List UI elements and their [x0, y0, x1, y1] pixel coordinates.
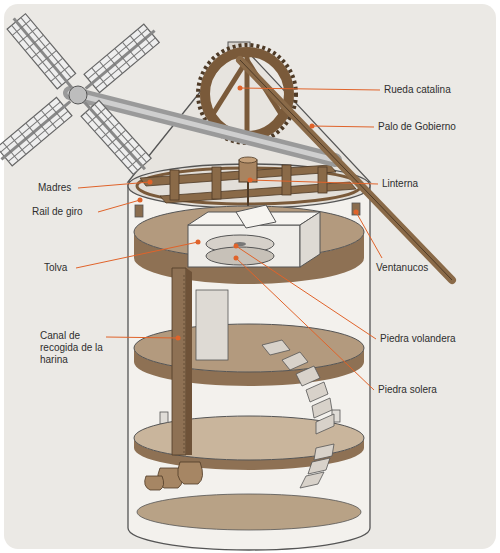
part-name: Ventanucos: [376, 262, 428, 273]
part-label: Linterna: [382, 178, 418, 190]
part-name: Piedra volandera: [380, 333, 456, 344]
part-name: Piedra solera: [378, 384, 437, 395]
part-name: Tolva: [44, 262, 67, 273]
part-label: Piedra volandera: [380, 333, 456, 345]
part-name: Linterna: [382, 178, 418, 189]
part-label: Canal de recogida de la harina: [40, 330, 104, 366]
part-name: Canal de recogida de la harina: [40, 330, 103, 365]
part-label: Palo de Gobierno: [378, 121, 456, 133]
part-label: Rail de giro: [32, 206, 83, 218]
part-label: Madres: [38, 182, 71, 194]
part-name: Rail de giro: [32, 206, 83, 217]
part-name: Madres: [38, 182, 71, 193]
part-name: Palo de Gobierno: [378, 121, 456, 132]
part-name: Rueda catalina: [384, 84, 451, 95]
part-label: Rueda catalina: [384, 84, 451, 96]
part-label: Ventanucos: [376, 262, 428, 274]
part-label: Tolva: [44, 262, 67, 274]
part-label: Piedra solera: [378, 384, 437, 396]
